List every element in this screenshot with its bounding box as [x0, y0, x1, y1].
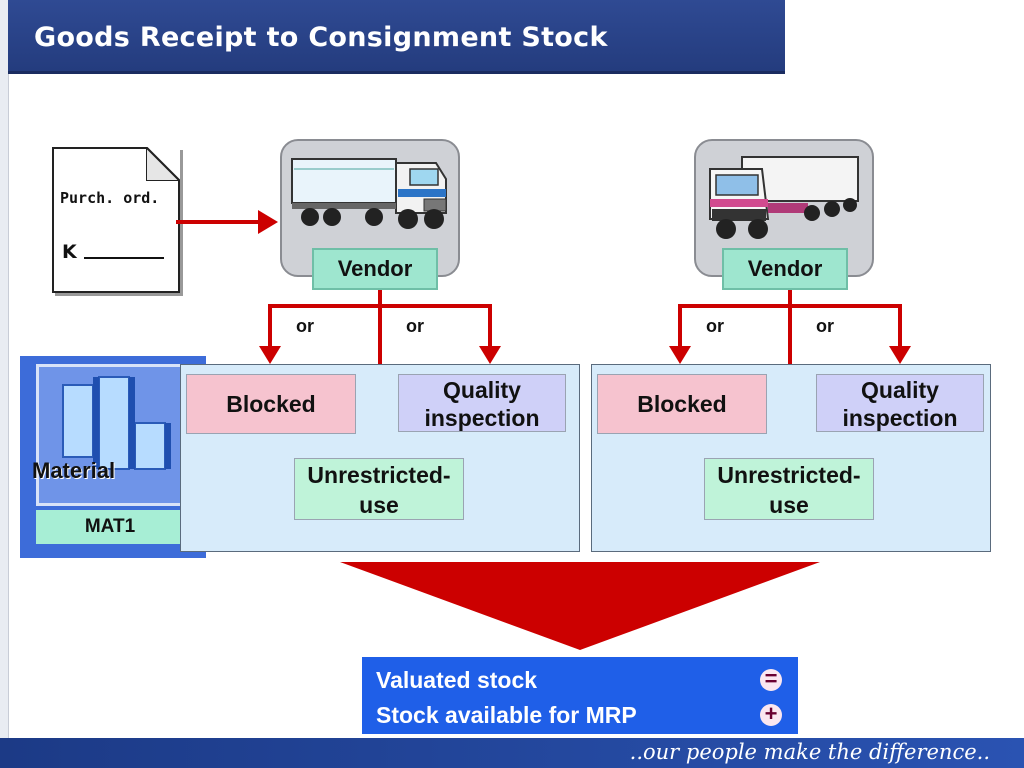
material-label: Material: [32, 458, 116, 483]
right-quality-line2: inspection: [842, 405, 958, 431]
left-or-left-arrow: [268, 290, 382, 350]
truck-icon: [291, 158, 447, 229]
left-or-left-arrowhead: [259, 346, 281, 364]
left-quality-line1: Quality: [443, 377, 521, 403]
left-quality-inspection-stock: Quality inspection: [398, 374, 566, 432]
po-to-vendor-arrowhead: [258, 210, 278, 234]
right-or-left-arrowhead: [669, 346, 691, 364]
right-or-left-label: or: [706, 316, 724, 336]
material-icon-frame: [36, 364, 192, 506]
plus-icon: +: [760, 703, 782, 726]
page-fold-icon: [145, 144, 183, 182]
merge-arrow: [340, 562, 820, 650]
footer-bar: ..our people make the difference..: [0, 738, 1024, 768]
right-or-right-arrowhead: [889, 346, 911, 364]
merge-arrow-shape: [340, 562, 820, 650]
material-code: MAT1: [36, 510, 184, 544]
title-bar: Goods Receipt to Consignment Stock: [8, 0, 785, 74]
right-or-right-label: or: [816, 316, 834, 336]
left-or-right-arrowhead: [479, 346, 501, 364]
result-box: Valuated stock = Stock available for MRP…: [362, 657, 798, 734]
left-quality-line2: inspection: [424, 405, 540, 431]
footer-tagline: ..our people make the difference..: [629, 740, 990, 764]
left-blocked-stock: Blocked: [186, 374, 356, 434]
mrp-stock-label: Stock available for MRP: [376, 702, 637, 728]
k-field-label: K: [62, 241, 77, 263]
truck-icon: [709, 156, 859, 239]
right-unrestricted-use-stock: Unrestricted- use: [704, 458, 874, 520]
purchase-order-document: Purch. ord. K: [52, 144, 183, 293]
left-unrestricted-line1: Unrestricted-: [307, 462, 451, 488]
left-or-right-arrow: [380, 304, 492, 350]
left-margin-rule: [0, 0, 9, 738]
right-unrestricted-line1: Unrestricted-: [717, 462, 861, 488]
left-unrestricted-line2: use: [359, 492, 399, 518]
page-title: Goods Receipt to Consignment Stock: [34, 22, 608, 53]
purchase-order-label: Purch. ord.: [60, 189, 160, 207]
valuated-stock-label: Valuated stock: [376, 667, 538, 693]
left-or-right-label: or: [406, 316, 424, 336]
right-or-left-arrow: [678, 290, 792, 350]
right-quality-line1: Quality: [861, 377, 939, 403]
material-blocks-icon: [62, 376, 171, 470]
right-or-right-arrow: [790, 304, 902, 350]
right-blocked-stock: Blocked: [597, 374, 767, 434]
right-unrestricted-line2: use: [769, 492, 809, 518]
k-field-line: [84, 257, 164, 259]
left-vendor-label: Vendor: [312, 248, 438, 290]
right-vendor-label: Vendor: [722, 248, 848, 290]
left-unrestricted-use-stock: Unrestricted- use: [294, 458, 464, 520]
left-or-left-label: or: [296, 316, 314, 336]
equals-icon: =: [760, 668, 782, 691]
right-quality-inspection-stock: Quality inspection: [816, 374, 984, 432]
